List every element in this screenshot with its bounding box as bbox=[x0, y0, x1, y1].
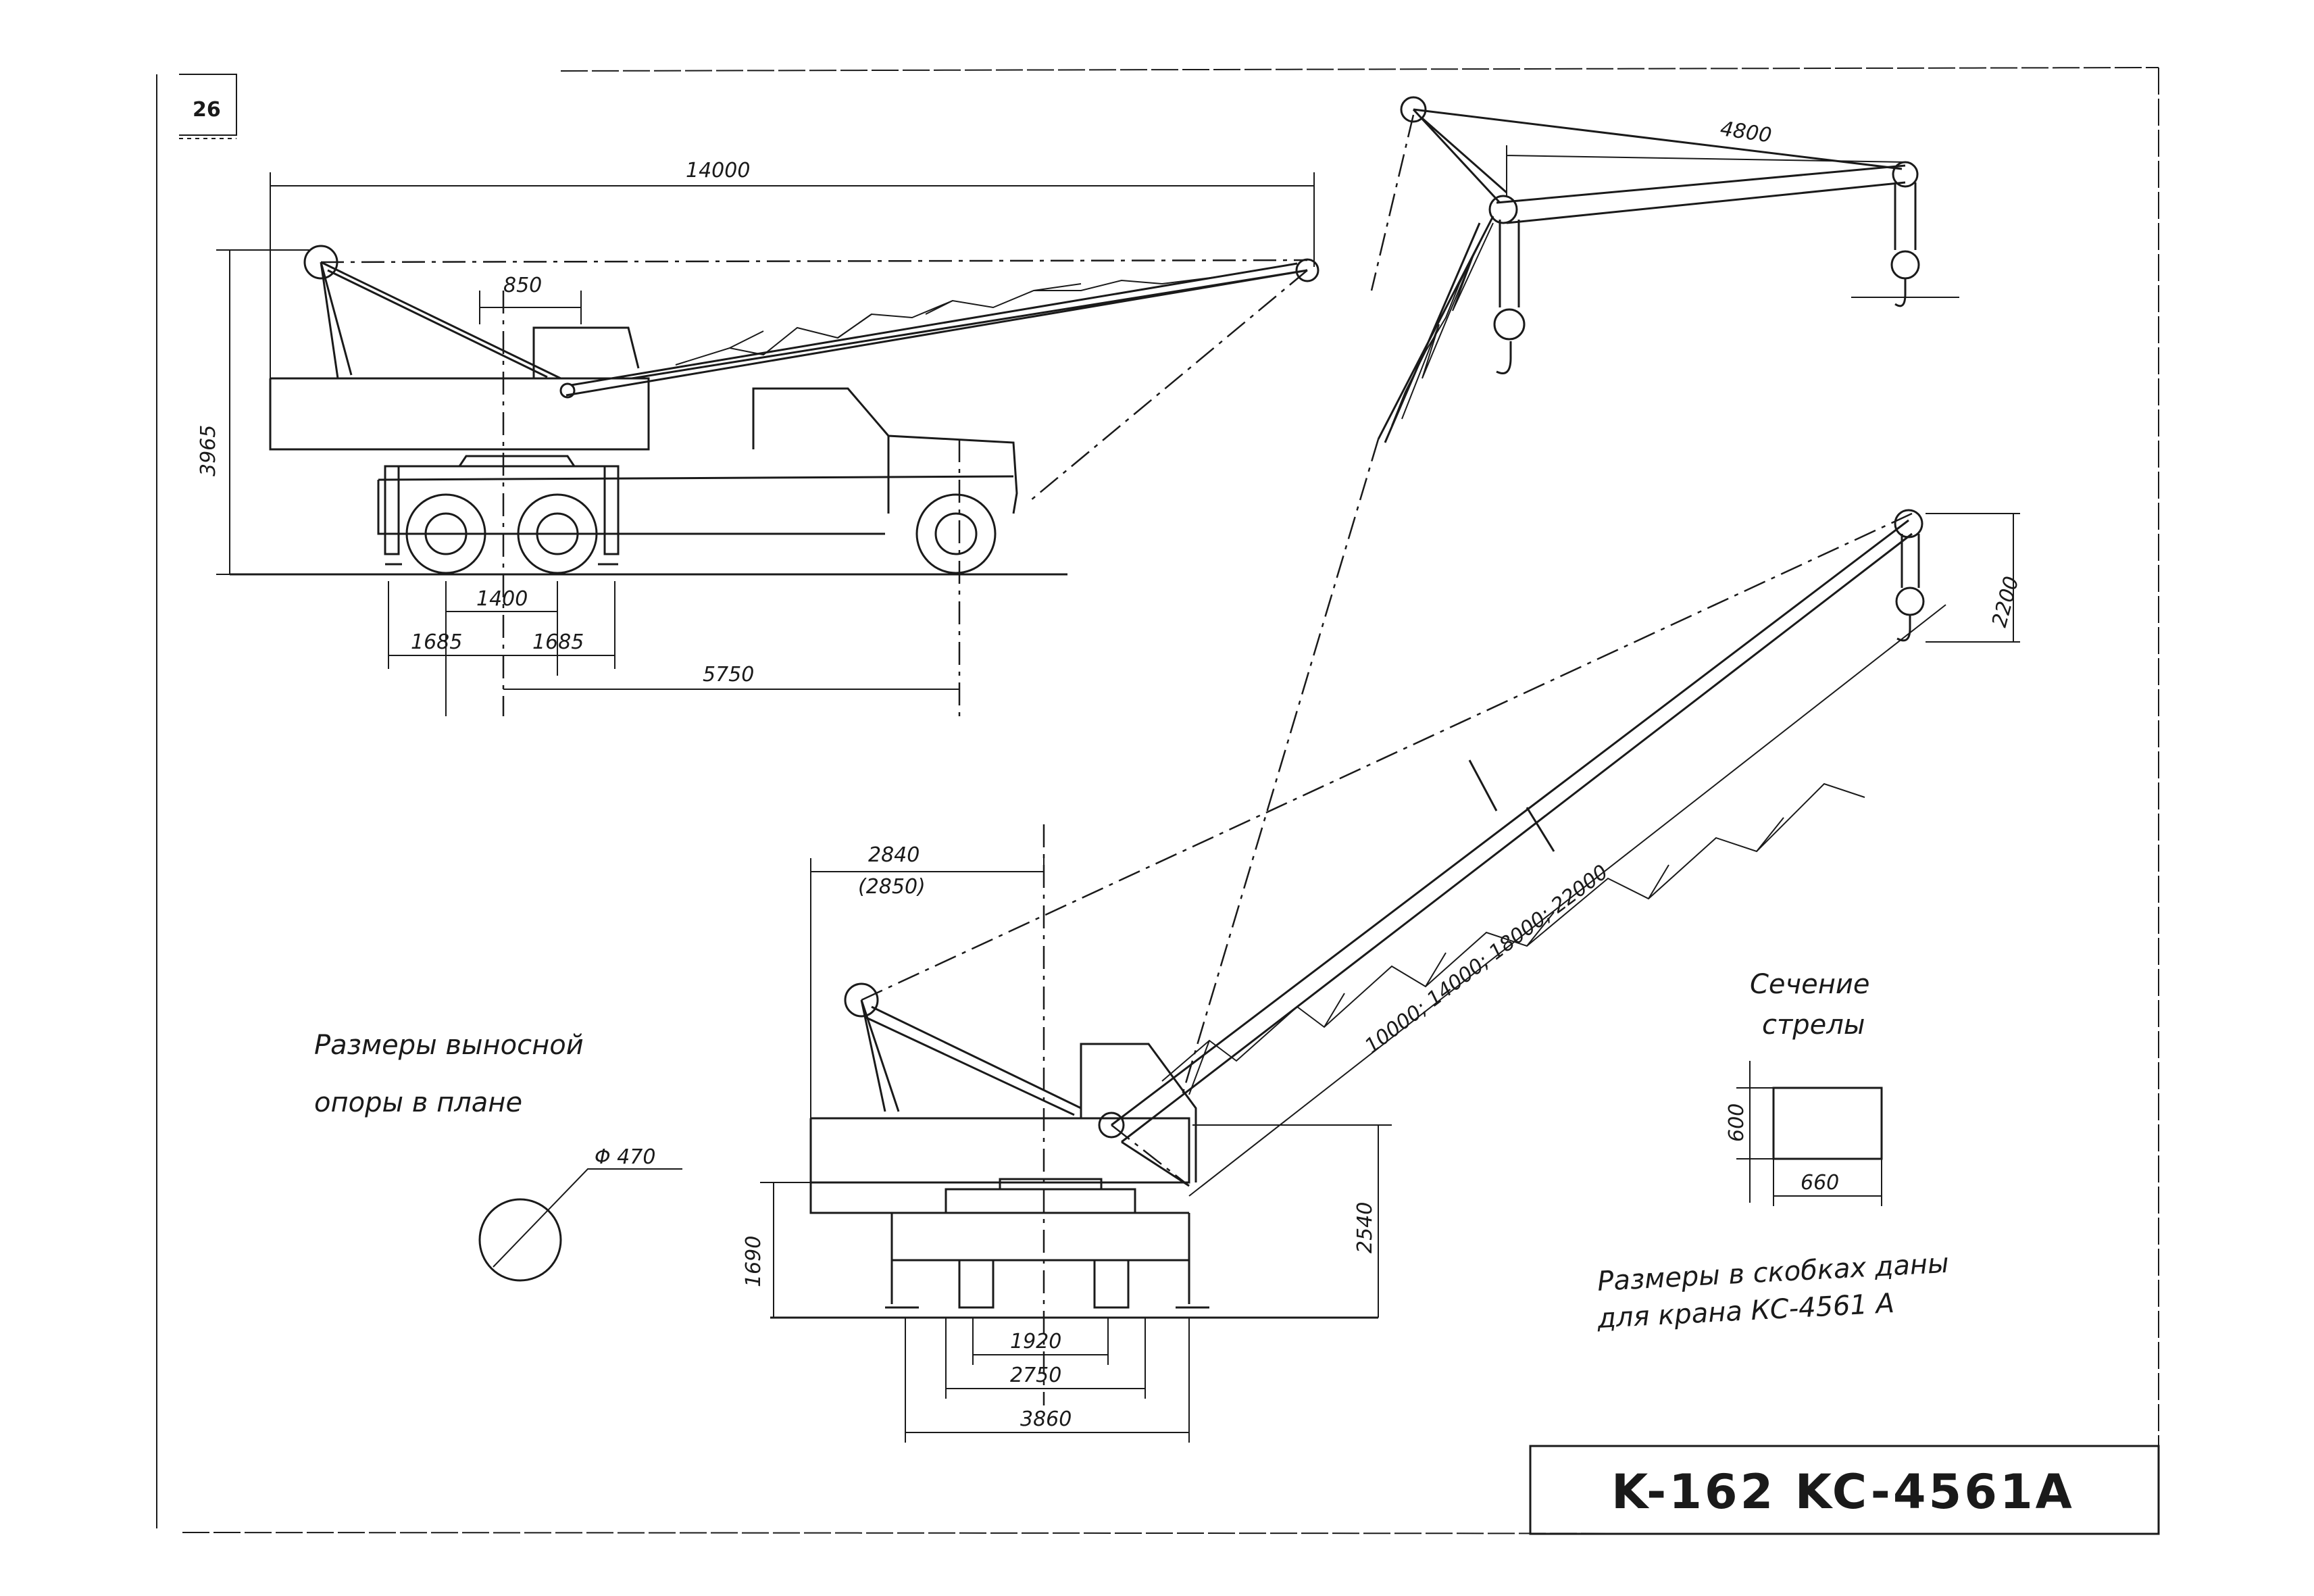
rear-wheel-2 bbox=[517, 493, 598, 574]
dim-4800: 4800 bbox=[1719, 117, 1773, 147]
front-wheel bbox=[915, 493, 997, 574]
outrigger-pad-circle bbox=[478, 1198, 562, 1282]
outrigger-note-line1: Размеры выносной bbox=[314, 1030, 584, 1061]
boom-section-width: 660 bbox=[1801, 1171, 1839, 1195]
outrigger-diameter: Φ 470 bbox=[595, 1145, 655, 1169]
lattice-boom-horizontal bbox=[565, 262, 1308, 397]
dim-2850-paren: (2850) bbox=[858, 875, 926, 899]
dim-3860: 3860 bbox=[1020, 1407, 1072, 1431]
dim-2200: 2200 bbox=[1988, 574, 2024, 630]
rear-wheel-1 bbox=[405, 493, 486, 574]
boom-section-label-2: стрелы bbox=[1762, 1009, 1865, 1041]
dim-2840: 2840 bbox=[868, 843, 920, 867]
dim-850: 850 bbox=[503, 274, 542, 297]
dim-2750: 2750 bbox=[1010, 1364, 1061, 1387]
dim-2540: 2540 bbox=[1353, 1202, 1377, 1253]
dim-14000: 14000 bbox=[686, 159, 750, 182]
dim-1690: 1690 bbox=[742, 1236, 765, 1287]
boom-with-jib-upper: 4800 bbox=[1181, 96, 1959, 1095]
title-block-text: K-162 KC-4561A bbox=[1611, 1464, 2075, 1520]
dim-3965: 3965 bbox=[197, 425, 220, 476]
dim-1400: 1400 bbox=[476, 587, 528, 611]
dim-1685-right: 1685 bbox=[532, 630, 584, 654]
page-number: 26 bbox=[193, 98, 221, 122]
dim-boom-lengths: 10000; 14000; 18000; 22000 bbox=[1361, 860, 1613, 1058]
boom-section-label-1: Сечение bbox=[1750, 969, 1870, 1000]
title-block: K-162 KC-4561A bbox=[1529, 1445, 2160, 1535]
boom-section: Сечение стрелы 600 660 bbox=[1725, 969, 1883, 1206]
lattice-boom-long bbox=[1111, 519, 1913, 1187]
dim-5750: 5750 bbox=[703, 663, 754, 687]
outrigger-note-line2: опоры в плане bbox=[314, 1087, 522, 1118]
sheet-frame bbox=[156, 67, 2159, 1535]
boom-section-rect bbox=[1772, 1087, 1883, 1160]
dim-1920: 1920 bbox=[1010, 1330, 1061, 1353]
dim-1685-left: 1685 bbox=[411, 630, 462, 654]
truck-crane-side-view: 14000 850 3965 1400 1685 1685 5750 bbox=[197, 159, 1319, 716]
outrigger-note: Размеры выносной опоры в плане Φ 470 bbox=[314, 1030, 682, 1282]
bracket-note: Размеры в скобках даны для крана КС-4561… bbox=[1596, 1248, 1950, 1335]
boom-section-height: 600 bbox=[1725, 1103, 1749, 1142]
bracket-note-line1: Размеры в скобках даны bbox=[1596, 1248, 1950, 1297]
